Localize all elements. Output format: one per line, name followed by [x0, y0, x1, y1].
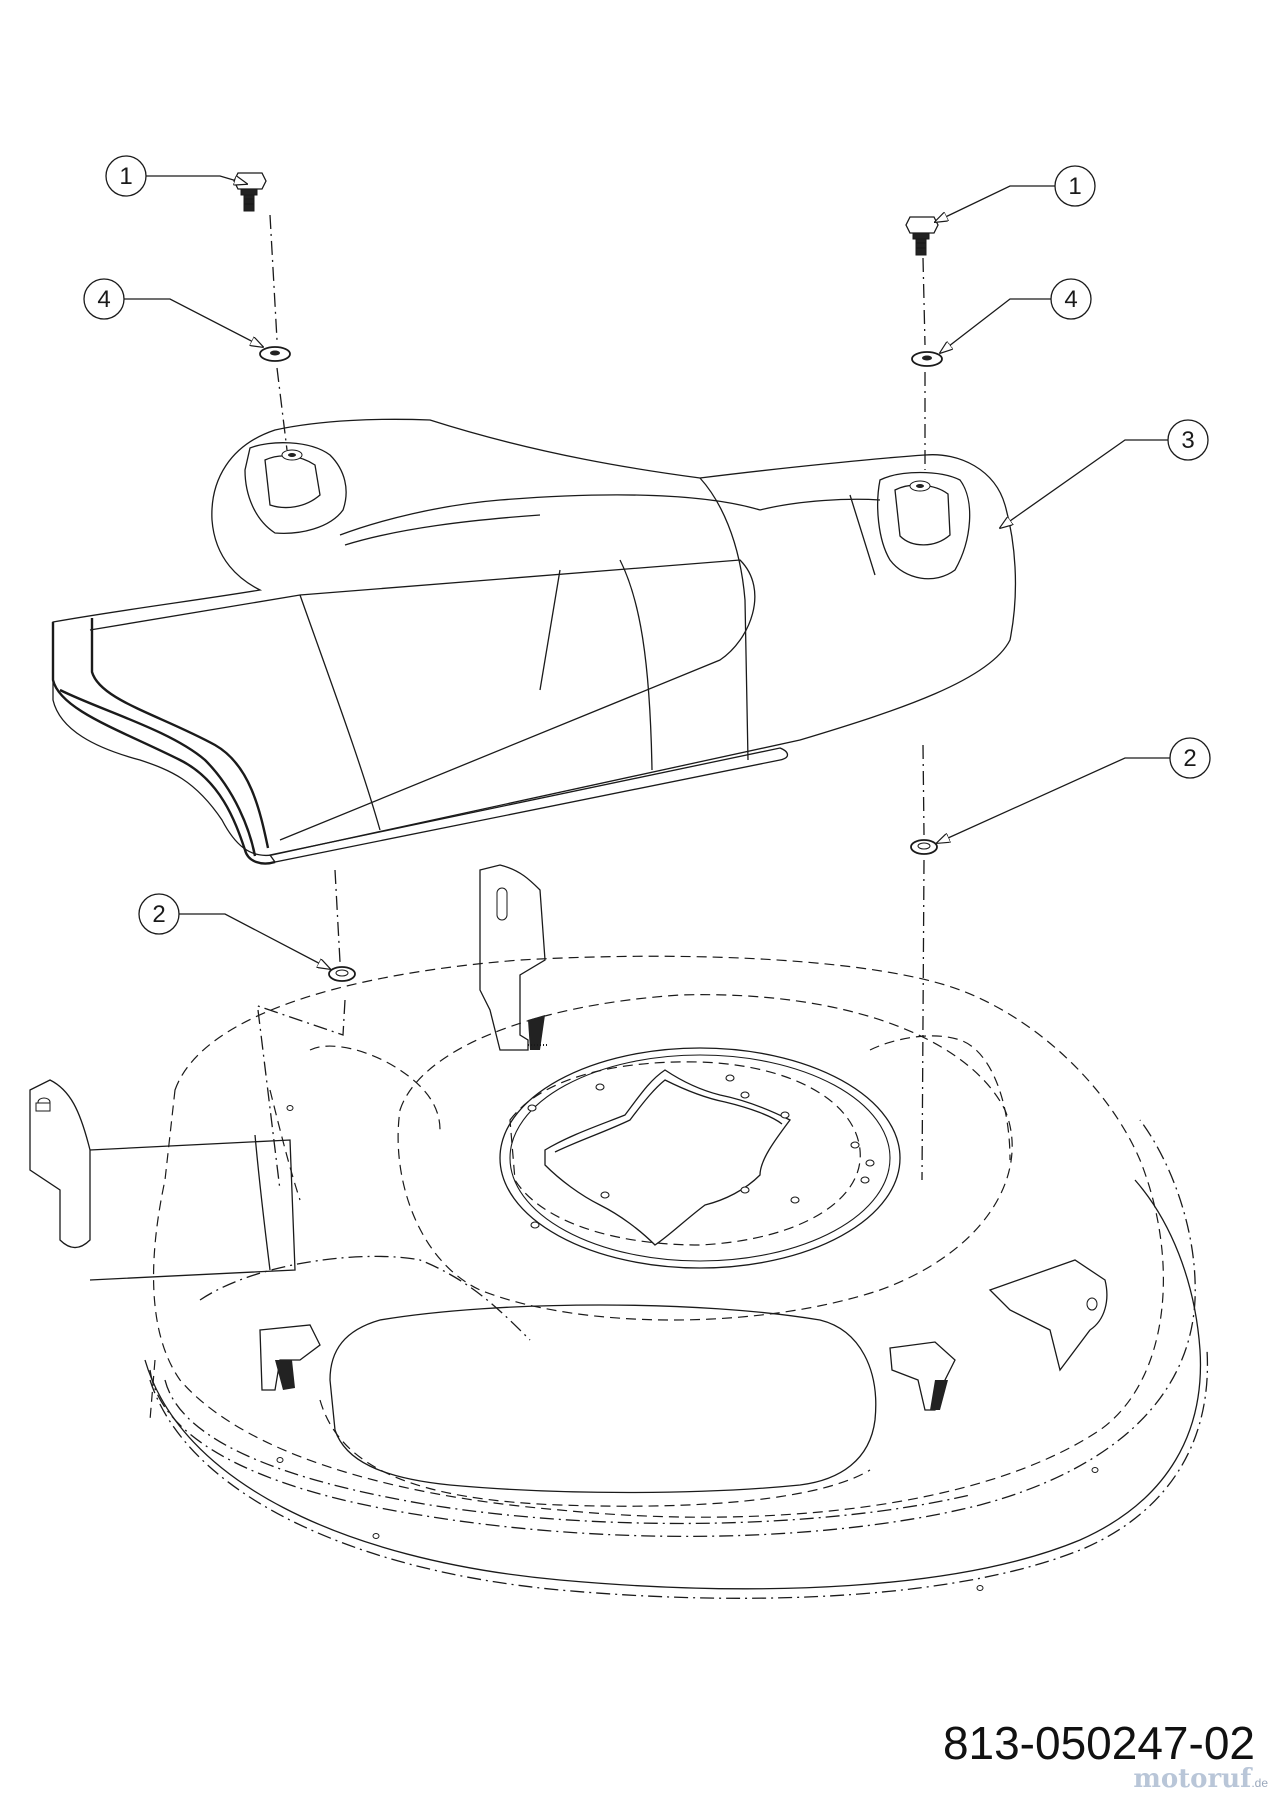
assembly-centerlines	[254, 214, 926, 1191]
callout-2-left: 2	[138, 893, 330, 969]
svg-text:3: 3	[1181, 427, 1194, 454]
grommet-left	[328, 966, 356, 982]
svg-text:4: 4	[97, 286, 110, 313]
watermark-logo: motoruf.de	[1108, 1764, 1268, 1794]
watermark-suffix: .de	[1251, 1776, 1268, 1790]
svg-text:1: 1	[119, 163, 132, 190]
washer-right	[911, 351, 943, 367]
washer-left	[259, 346, 291, 362]
bolt-left	[233, 172, 267, 212]
bolt-right	[905, 216, 939, 256]
mower-deck	[29, 864, 1209, 1599]
part-number: 813-050247-02	[942, 1717, 1255, 1769]
grommet-right	[910, 839, 938, 855]
svg-text:1: 1	[1068, 173, 1081, 200]
watermark-text: motoruf	[1133, 1764, 1252, 1794]
callout-4-right: 4	[940, 278, 1092, 353]
callout-2-right: 2	[937, 737, 1211, 843]
svg-text:4: 4	[1064, 286, 1077, 313]
callout-4-left: 4	[83, 278, 263, 347]
callout-1-left: 1	[105, 155, 247, 197]
svg-text:2: 2	[152, 901, 165, 928]
callout-1-right: 1	[935, 165, 1096, 222]
svg-text:2: 2	[1183, 745, 1196, 772]
callout-3: 3	[1000, 419, 1209, 528]
mulch-plug	[51, 418, 1017, 865]
